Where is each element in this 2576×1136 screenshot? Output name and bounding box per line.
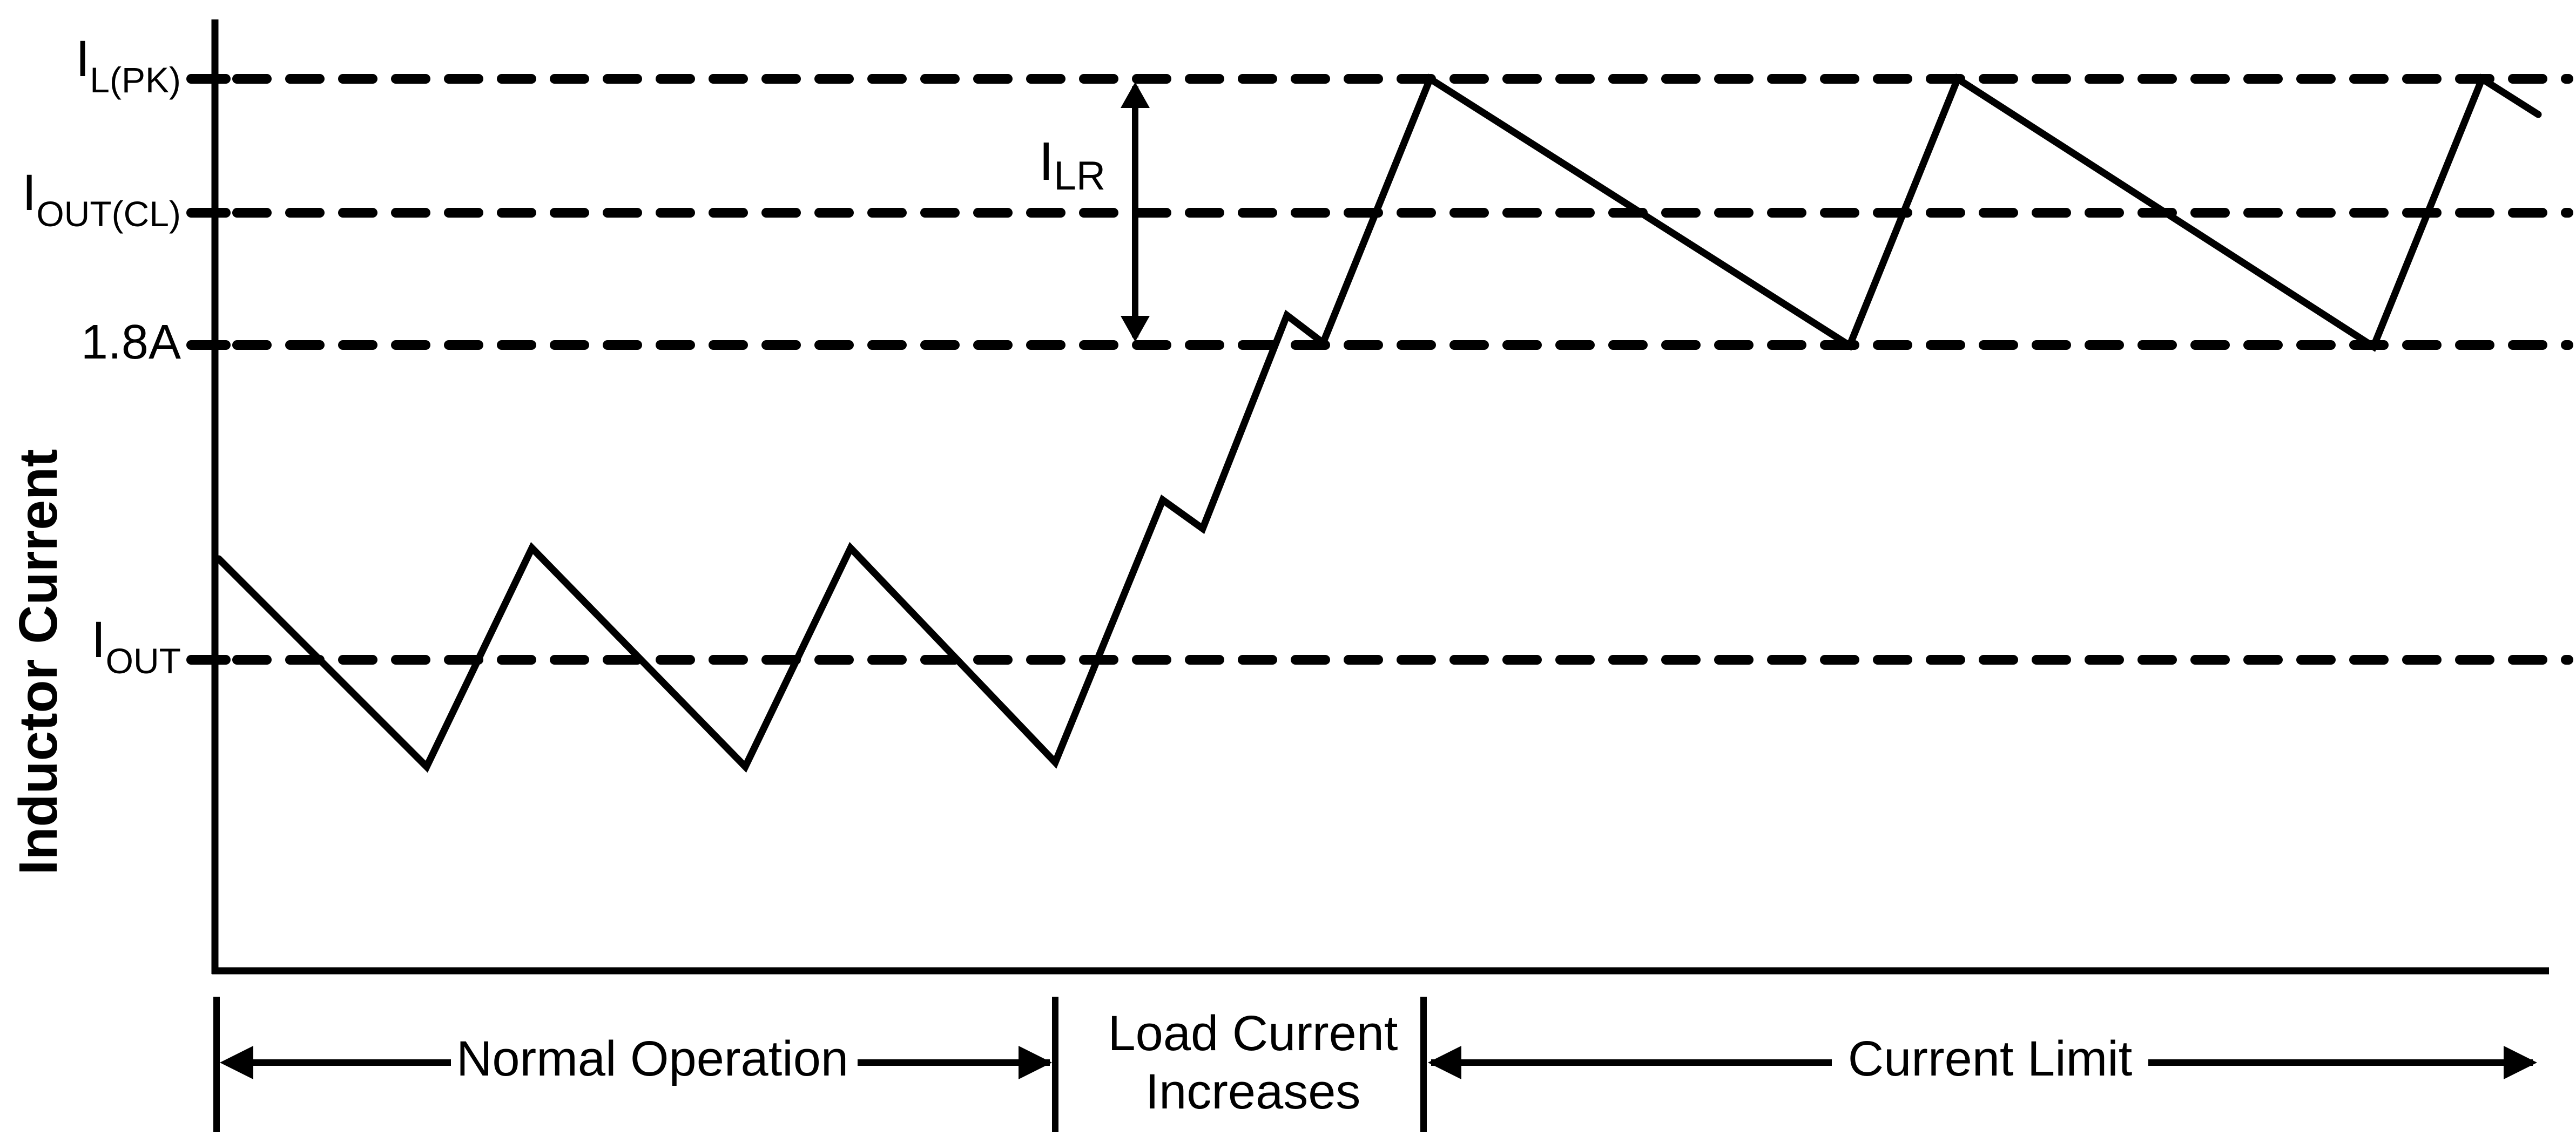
level-label-sub-IOUT(CL): OUT(CL) bbox=[36, 194, 181, 234]
region-label-0-line-0: Normal Operation bbox=[456, 1031, 848, 1086]
ilr-label: ILR bbox=[1039, 131, 1105, 198]
region-arrow-right-icon-2 bbox=[2504, 1046, 2537, 1079]
ilr-label-sub: LR bbox=[1054, 153, 1105, 198]
level-lines bbox=[186, 74, 2573, 665]
level-label-IOUT(CL): IOUT(CL) bbox=[22, 164, 181, 234]
y-axis-title: Inductor Current bbox=[8, 449, 69, 875]
level-label-IL(PK): IL(PK) bbox=[76, 30, 181, 100]
ilr-arrow-up-icon bbox=[1121, 82, 1150, 108]
ilr-annotation: ILR bbox=[1039, 82, 1150, 342]
region-label-1-line-0: Load Current bbox=[1108, 1006, 1398, 1061]
region-arrow-left-icon-0 bbox=[220, 1046, 253, 1079]
region-arrow-right-icon-0 bbox=[1019, 1046, 1052, 1079]
ilr-label-main: I bbox=[1039, 131, 1054, 192]
ilr-arrow-down-icon bbox=[1121, 316, 1150, 342]
region-label-1-line-1: Increases bbox=[1145, 1064, 1361, 1119]
level-label-main-IL(PK): I bbox=[76, 30, 90, 87]
region-label-2-line-0: Current Limit bbox=[1848, 1031, 2133, 1086]
waveform bbox=[215, 73, 2542, 773]
level-label-main-IOUT: I bbox=[91, 611, 105, 668]
axes bbox=[211, 19, 2549, 975]
level-label-1.8A: 1.8A bbox=[81, 315, 181, 369]
level-label-sub-IL(PK): L(PK) bbox=[90, 60, 181, 100]
region-arrow-left-icon-2 bbox=[1428, 1046, 1461, 1079]
level-label-main-IOUT(CL): I bbox=[22, 164, 36, 221]
level-label-sub-IOUT: OUT bbox=[106, 641, 181, 681]
level-label-IOUT: IOUT bbox=[91, 611, 181, 681]
